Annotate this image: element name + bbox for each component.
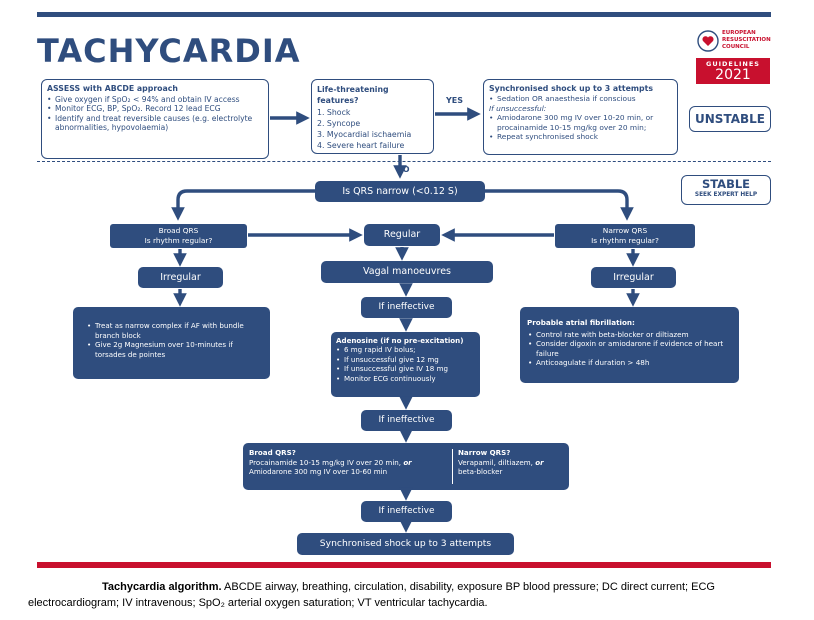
assess-box: ASSESS with ABCDE approach Give oxygen i… (41, 79, 269, 159)
assess-item: Identify and treat reversible causes (e.… (47, 114, 263, 133)
broad-treat-item: Treat as narrow complex if AF with bundl… (87, 321, 265, 340)
qrs-narrow-question: Is QRS narrow (<0.12 S) (315, 181, 485, 202)
broad-q-line1: Broad QRS (158, 226, 199, 235)
af-item: Consider digoxin or amiodarone if eviden… (528, 339, 734, 358)
stable-sub: SEEK EXPERT HELP (694, 192, 758, 198)
shock-item: Repeat synchronised shock (489, 132, 672, 142)
broad-final-or: or (403, 457, 412, 467)
sync-shock-box: Synchronised shock up to 3 attempts Seda… (483, 79, 678, 155)
life-heading: Life-threatening features? (317, 85, 389, 105)
shock-heading: Synchronised shock up to 3 attempts (489, 84, 654, 93)
caption-text: ABCDE airway, breathing, circulation, di… (28, 581, 715, 609)
shock-unsuccessful: If unsuccessful: (489, 103, 547, 113)
assess-heading: ASSESS with ABCDE approach (47, 84, 178, 93)
bottom-rule (37, 562, 771, 568)
stable-box: STABLE SEEK EXPERT HELP (681, 175, 771, 205)
shock-item: Amiodarone 300 mg IV over 10-20 min, or … (489, 113, 672, 132)
life-item: 3. Myocardial ischaemia (317, 130, 412, 139)
life-threatening-box: Life-threatening features? 1. Shock 2. S… (311, 79, 434, 154)
guidelines-label: GUIDELINES (706, 60, 760, 68)
af-heading: Probable atrial fibrillation: (527, 318, 635, 327)
erc-line2: RESUSCITATION (722, 37, 771, 43)
adenosine-item: 6 mg rapid IV bolus; (336, 345, 475, 355)
af-item: Anticoagulate if duration > 48h (528, 358, 734, 368)
adenosine-item: If unsuccessful give IV 18 mg (336, 364, 475, 374)
yes-label: YES (446, 96, 464, 105)
assess-item: Give oxygen if SpO₂ < 94% and obtain IV … (47, 95, 263, 105)
narrow-final-line2: beta-blocker (458, 467, 503, 477)
life-item: 1. Shock (317, 108, 351, 117)
life-item: 2. Syncope (317, 119, 361, 128)
broad-q-line2: Is rhythm regular? (144, 235, 213, 245)
erc-name: EUROPEAN RESUSCITATION COUNCIL (722, 30, 771, 51)
caption-bold: Tachycardia algorithm. (102, 581, 222, 593)
dashed-divider (37, 161, 771, 162)
arrow (485, 189, 634, 221)
atrial-fibrillation-box: Probable atrial fibrillation: Control ra… (520, 307, 739, 383)
assess-item: Monitor ECG, BP, SpO₂. Record 12 lead EC… (47, 104, 263, 114)
page-title: TACHYCARDIA (37, 32, 301, 70)
final-shock-box: Synchronised shock up to 3 attempts (297, 533, 514, 555)
if-ineffective-box: If ineffective (361, 501, 452, 522)
guidelines-year: 2021 (715, 67, 751, 83)
broad-final-line1: Procainamide 10-15 mg/kg IV over 20 min, (249, 457, 402, 467)
adenosine-item: If unsuccessful give 12 mg (336, 355, 475, 365)
unstable-box: UNSTABLE (689, 106, 771, 132)
af-item: Control rate with beta-blocker or diltia… (528, 330, 734, 340)
stable-title: STABLE (701, 177, 751, 191)
narrow-final: Narrow QRS? Verapamil, diltiazem, or bet… (458, 448, 566, 477)
top-rule (37, 12, 771, 17)
narrow-final-heading: Narrow QRS? (458, 448, 511, 457)
broad-final-line2: Amiodarone 300 mg IV over 10-60 min (249, 467, 388, 477)
erc-heart-logo-icon (697, 30, 719, 52)
regular-box: Regular (364, 224, 440, 246)
shock-item: Sedation OR anaesthesia if conscious (489, 94, 672, 104)
drug-options-box: Broad QRS? Procainamide 10-15 mg/kg IV o… (243, 443, 569, 490)
life-item: 4. Severe heart failure (317, 141, 405, 150)
broad-final: Broad QRS? Procainamide 10-15 mg/kg IV o… (249, 448, 449, 477)
adenosine-heading: Adenosine (if no pre-excitation) (336, 336, 464, 345)
broad-qrs-question: Broad QRS Is rhythm regular? (110, 224, 247, 248)
narrow-final-line1: Verapamil, diltiazem, (458, 457, 533, 467)
broad-treatment-box: Treat as narrow complex if AF with bundl… (73, 307, 270, 379)
vagal-manoeuvres-box: Vagal manoeuvres (321, 261, 493, 283)
adenosine-item: Monitor ECG continuously (336, 374, 475, 384)
narrow-qrs-question: Narrow QRS Is rhythm regular? (555, 224, 695, 248)
narrow-q-line2: Is rhythm regular? (591, 235, 659, 245)
figure-caption: Tachycardia algorithm. ABCDE airway, bre… (28, 579, 798, 611)
broad-final-heading: Broad QRS? (249, 448, 296, 457)
narrow-final-or: or (535, 457, 544, 467)
if-ineffective-box: If ineffective (361, 410, 452, 431)
irregular-left-box: Irregular (138, 267, 223, 288)
adenosine-box: Adenosine (if no pre-excitation) 6 mg ra… (331, 332, 480, 397)
guidelines-badge: GUIDELINES 2021 (696, 58, 770, 84)
arrow (171, 189, 315, 221)
narrow-q-line1: Narrow QRS (602, 226, 648, 235)
broad-treat-item: Give 2g Magnesium over 10-minutes if tor… (87, 340, 265, 359)
divider (452, 449, 453, 484)
if-ineffective-box: If ineffective (361, 297, 452, 318)
erc-line3: COUNCIL (722, 44, 750, 50)
erc-line1: EUROPEAN (722, 30, 756, 36)
irregular-right-box: Irregular (591, 267, 676, 288)
